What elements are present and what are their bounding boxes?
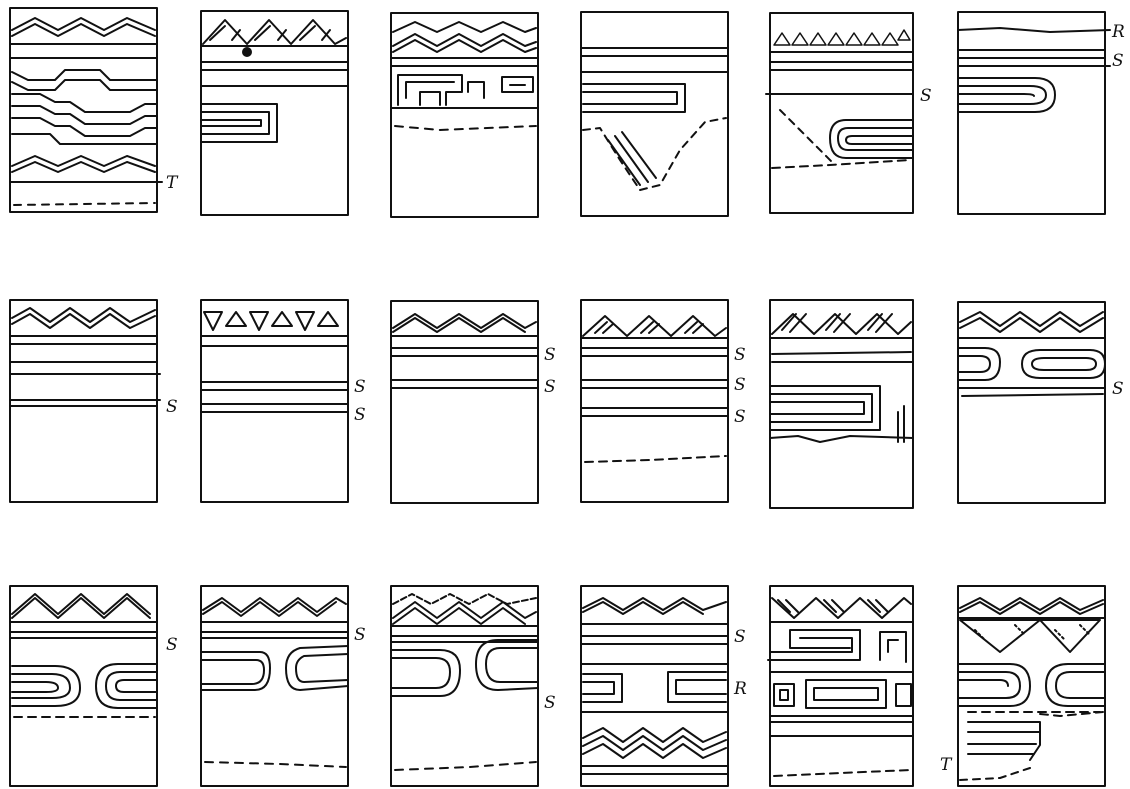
dotted-triangle-band: [960, 620, 1100, 652]
stepped-band: [12, 70, 157, 80]
dashed-line: [772, 160, 910, 168]
dashed-line: [960, 768, 1030, 780]
panel-r1c2: [201, 11, 348, 215]
panel-label: R: [733, 679, 747, 699]
meander-spiral: [1022, 350, 1105, 378]
panel-r3c3: S: [391, 586, 556, 786]
panel-label: T: [166, 173, 179, 193]
panel-label: S: [544, 377, 556, 397]
zigzag-band: [12, 308, 155, 322]
stepped-band: [12, 80, 157, 90]
panel-r1c3: [391, 13, 538, 217]
fret-band: [398, 75, 462, 105]
panel-label: T: [940, 755, 953, 775]
panel-label: S: [1112, 379, 1124, 399]
dashed-pit: [583, 118, 726, 190]
panel-r2c1: S: [10, 300, 178, 502]
panel-r1c4: [581, 12, 728, 216]
panel-r2c3: S S: [391, 301, 556, 503]
panel-label: S: [166, 635, 178, 655]
stepped-band: [12, 94, 157, 112]
meander-spiral: [958, 348, 1000, 380]
panel-label: S: [734, 627, 746, 647]
meander-spiral: [1046, 664, 1105, 706]
panel-label: S: [734, 345, 746, 365]
dashed-line: [585, 456, 726, 462]
panel-r3c5: [768, 586, 913, 786]
triangle-band: [774, 30, 910, 45]
panel-r2c2: S S: [201, 300, 366, 502]
meander-spiral: [830, 120, 913, 158]
panel-r3c1: S: [10, 586, 178, 786]
panel-r2c5: [770, 300, 913, 508]
panel-r3c2: S: [201, 586, 366, 786]
panel-r2c6: S: [958, 302, 1124, 503]
panel-label: S: [544, 345, 556, 365]
zigzag-band: [12, 598, 150, 618]
panel-r1c5: S: [766, 13, 932, 213]
dashed-line: [774, 770, 911, 776]
zigzag-band: [203, 20, 346, 44]
dashed-line: [205, 762, 346, 767]
zigzag-band: [12, 162, 155, 172]
dashed-line: [14, 203, 155, 205]
panel-label: S: [544, 693, 556, 713]
dashed-line: [395, 126, 536, 130]
meander-spiral: [583, 84, 685, 112]
zigzag-band: [583, 728, 726, 742]
panel-label: S: [1112, 51, 1124, 71]
meander-spiral: [768, 630, 860, 660]
dot-mark: [243, 48, 251, 56]
panel-label: S: [354, 625, 366, 645]
panel-label: S: [734, 407, 746, 427]
panel-r3c6: T: [940, 586, 1105, 786]
panel-label: S: [354, 405, 366, 425]
panel-label: R: [1111, 22, 1125, 42]
panel-r1c6: R S: [958, 12, 1125, 214]
meander-spiral: [583, 674, 622, 702]
panel-label: S: [354, 377, 366, 397]
meander-spiral: [774, 684, 794, 706]
panel-label: S: [734, 375, 746, 395]
panel-r3c4: S R: [581, 586, 747, 786]
panel-r1c1: T: [10, 8, 179, 212]
triangle-band: [204, 312, 338, 330]
panel-label: S: [166, 397, 178, 417]
panel-r2c4: S S S: [581, 300, 746, 502]
zigzag-band: [12, 24, 155, 36]
panel-label: S: [920, 86, 932, 106]
dashed-line: [395, 762, 536, 770]
meander-spiral: [201, 104, 277, 142]
zigzag-band: [393, 22, 536, 32]
